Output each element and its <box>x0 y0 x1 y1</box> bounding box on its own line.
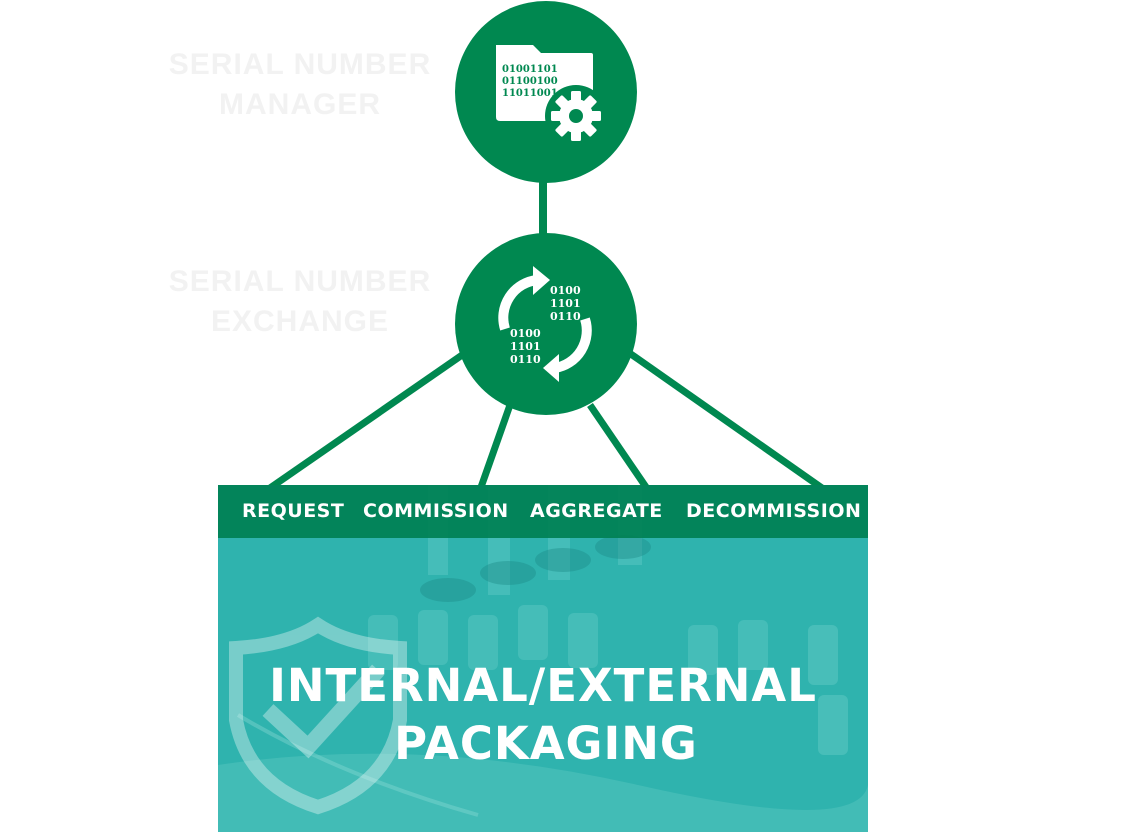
exchange-binary-top-1: 0100 <box>550 284 581 297</box>
step-request: REQUEST <box>242 500 345 522</box>
step-aggregate: AGGREGATE <box>530 500 663 522</box>
packaging-line-background <box>218 485 868 832</box>
gear-icon <box>551 91 601 141</box>
shield-check-icon <box>229 616 407 815</box>
sync-arrows-icon <box>498 266 592 382</box>
exchange-label-line-2: EXCHANGE <box>210 305 390 338</box>
serial-number-exchange-node: 0100 1101 0110 0100 1101 0110 <box>455 233 637 415</box>
step-commission: COMMISSION <box>363 500 509 522</box>
folder-gear-graphic: 01001101 01100100 11011001 <box>496 45 607 147</box>
exchange-to-commission-line <box>476 403 514 492</box>
manager-binary-line-1: 01001101 <box>502 64 558 75</box>
manager-binary-line-3: 11011001 <box>502 88 558 99</box>
exchange-to-decommission-line <box>625 349 825 491</box>
exchange-binary-bottom-2: 1101 <box>510 340 541 353</box>
step-decommission: DECOMMISSION <box>686 500 862 522</box>
manager-label-line-1: SERIAL NUMBER <box>168 48 432 81</box>
exchange-binary-bottom-1: 0100 <box>510 327 541 340</box>
exchange-binary-top-3: 0110 <box>550 310 581 323</box>
exchange-binary-bottom-3: 0110 <box>510 353 541 366</box>
exchange-label-line-1: SERIAL NUMBER <box>168 265 432 298</box>
exchange-to-request-line <box>268 350 467 491</box>
sync-exchange-graphic: 0100 1101 0110 0100 1101 0110 <box>498 266 592 382</box>
manager-binary-line-2: 01100100 <box>502 76 558 87</box>
packaging-title-line-1: INTERNAL/EXTERNAL <box>269 659 817 712</box>
serial-number-exchange-label: SERIAL NUMBER EXCHANGE <box>140 262 460 342</box>
exchange-binary-top-2: 1101 <box>550 297 581 310</box>
packaging-panel: REQUEST COMMISSION AGGREGATE DECOMMISSIO… <box>218 485 868 832</box>
packaging-title-line-2: PACKAGING <box>394 717 698 770</box>
serial-number-manager-node: 01001101 01100100 11011001 <box>455 1 637 183</box>
manager-label-line-2: MANAGER <box>219 88 381 121</box>
packaging-title: INTERNAL/EXTERNAL PACKAGING <box>218 657 868 773</box>
process-steps-bar: REQUEST COMMISSION AGGREGATE DECOMMISSIO… <box>218 485 868 538</box>
serial-number-manager-label: SERIAL NUMBER MANAGER <box>140 45 460 125</box>
exchange-to-aggregate-line <box>587 403 651 492</box>
